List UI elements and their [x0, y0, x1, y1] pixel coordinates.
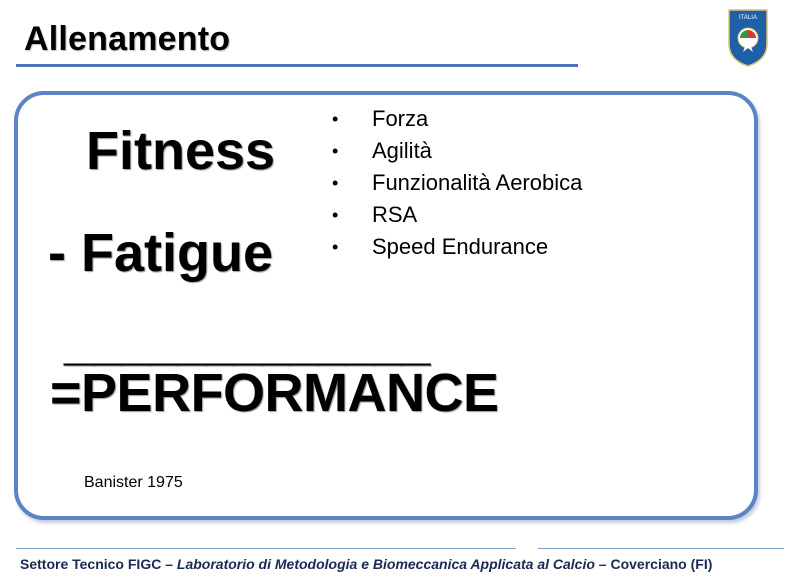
slide-title: Allenamento [24, 20, 231, 58]
citation: Banister 1975 [84, 474, 183, 491]
list-item-label: Forza [372, 106, 429, 131]
content-panel [14, 91, 758, 520]
list-item: • Forza [328, 103, 582, 135]
list-item-label: Agilità [372, 138, 432, 163]
list-item-label: Funzionalità Aerobica [372, 170, 583, 195]
footer-location: – Coverciano (FI) [594, 556, 713, 572]
footer-divider-right [538, 548, 784, 549]
equation-performance: =PERFORMANCE [50, 363, 499, 423]
bullet-icon: • [332, 205, 339, 225]
bullet-icon: • [332, 141, 339, 161]
bullet-icon: • [332, 109, 339, 129]
slide-footer: Settore Tecnico FIGC – Laboratorio di Me… [20, 556, 712, 572]
list-item: • Agilità [328, 135, 582, 167]
bullet-icon: • [332, 237, 339, 257]
footer-org: Settore Tecnico FIGC – [20, 556, 177, 572]
equation-fatigue: - Fatigue [48, 223, 273, 283]
title-underline [16, 64, 578, 67]
figc-crest-icon: ITALIA [728, 9, 768, 67]
bullet-icon: • [332, 173, 339, 193]
equation-fitness: Fitness [86, 121, 276, 181]
list-item-label: RSA [372, 202, 418, 227]
list-item-label: Speed Endurance [372, 234, 549, 259]
list-item: • Funzionalità Aerobica [328, 167, 582, 199]
fitness-components-list: • Forza • Agilità • Funzionalità Aerobica •… [328, 103, 582, 263]
footer-divider-left [16, 548, 516, 549]
list-item: • Speed Endurance [328, 231, 582, 263]
equation-divider-line: _____________ [64, 311, 430, 371]
list-item: • RSA [328, 199, 582, 231]
footer-lab: Laboratorio di Metodologia e Biomeccanic… [176, 556, 595, 572]
crest-label: ITALIA [739, 15, 757, 21]
